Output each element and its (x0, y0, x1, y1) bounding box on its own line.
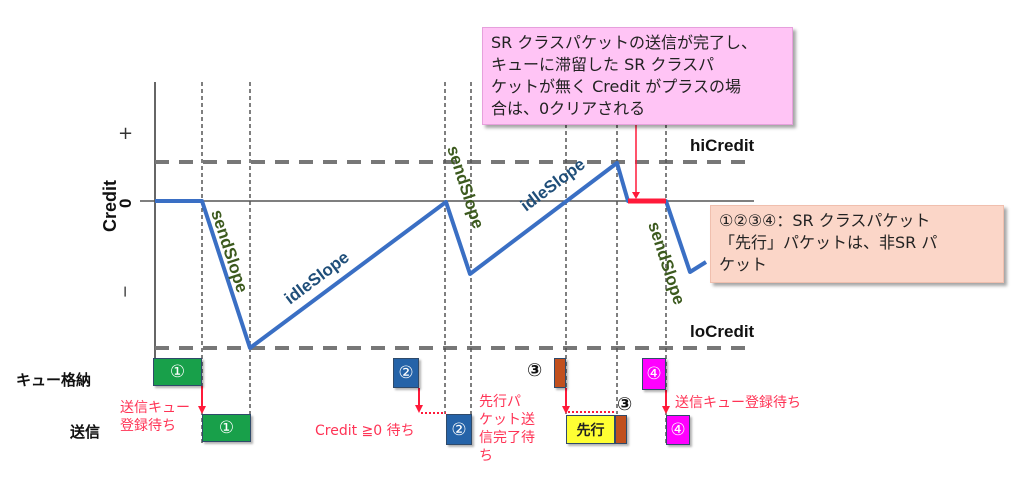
packet-3-queue-label: ③ (527, 360, 543, 381)
legend-note-line: 「先行」パケットは、非SR パ (719, 233, 938, 252)
packet-4-send: ④ (666, 415, 690, 445)
wait-text-line: 登録待ち (120, 418, 176, 434)
reset-note: SR クラスパケットの送信が完了し、 キューに滞留した SR クラスパ ケットが… (482, 27, 793, 125)
zero-label: 0 (116, 199, 135, 208)
reset-note-line: キューに滞留した SR クラスパ (491, 55, 715, 74)
wait-text-line: 信完了待 (479, 430, 535, 446)
reset-note-line: SR クラスパケットの送信が完了し、 (491, 33, 758, 52)
wait-credit: Credit ≧0 待ち (315, 423, 415, 439)
wait-queue-registration-4: 送信キュー登録待ち (675, 395, 801, 411)
arrow-1-head (198, 406, 206, 414)
arrow-2-head (415, 405, 423, 413)
plus-label: + (118, 123, 133, 144)
packet-3-queue (554, 358, 566, 388)
minus-label: − (116, 285, 135, 298)
locredit-label: loCredit (690, 322, 755, 341)
packet-2-send: ② (446, 414, 472, 445)
legend-note: ①②③④：SR クラスパケット 「先行」パケットは、非SR パ ケット (710, 205, 1004, 283)
packet-4-queue: ④ (642, 358, 666, 390)
reset-note-line: ケットが無く Credit がプラスの場 (491, 77, 741, 96)
wait-queue-registration-1: 送信キュー 登録待ち (120, 399, 190, 435)
wait-preceding-complete: 先行パ ケット送 信完了待 ち (479, 393, 535, 465)
packet-3-send (615, 415, 627, 444)
packet-1-queue: ① (153, 358, 202, 386)
send-slope-label-1: sendSlope (207, 207, 252, 295)
legend-note-line: ケット (719, 255, 768, 274)
arrow-3-head (562, 406, 570, 414)
wait-arrows (198, 386, 670, 414)
queue-row-label: キュー格納 (16, 371, 92, 389)
packet-1-send: ① (202, 414, 251, 442)
wait-text-line: ち (479, 448, 493, 464)
packet-2-queue: ② (393, 358, 419, 388)
reset-note-line: 合は、0クリアされる (491, 99, 646, 118)
preceding-packet: 先行 (566, 415, 615, 444)
wait-text-line: ケット送 (479, 412, 535, 428)
note-pointer-head (632, 192, 640, 199)
legend-note-line: ①②③④：SR クラスパケット (719, 211, 931, 230)
time-markers (201, 82, 667, 445)
wait-text-line: 先行パ (479, 394, 521, 410)
credit-curve (155, 161, 708, 350)
send-slope-label-3: sendSlope (644, 219, 689, 307)
packet-3-send-label: ③ (617, 394, 633, 415)
y-axis-label: Credit (100, 180, 120, 232)
send-row-label: 送信 (70, 423, 101, 441)
hicredit-label: hiCredit (690, 136, 755, 155)
wait-text-line: 送信キュー (120, 400, 190, 416)
arrow-4-head (662, 406, 670, 414)
